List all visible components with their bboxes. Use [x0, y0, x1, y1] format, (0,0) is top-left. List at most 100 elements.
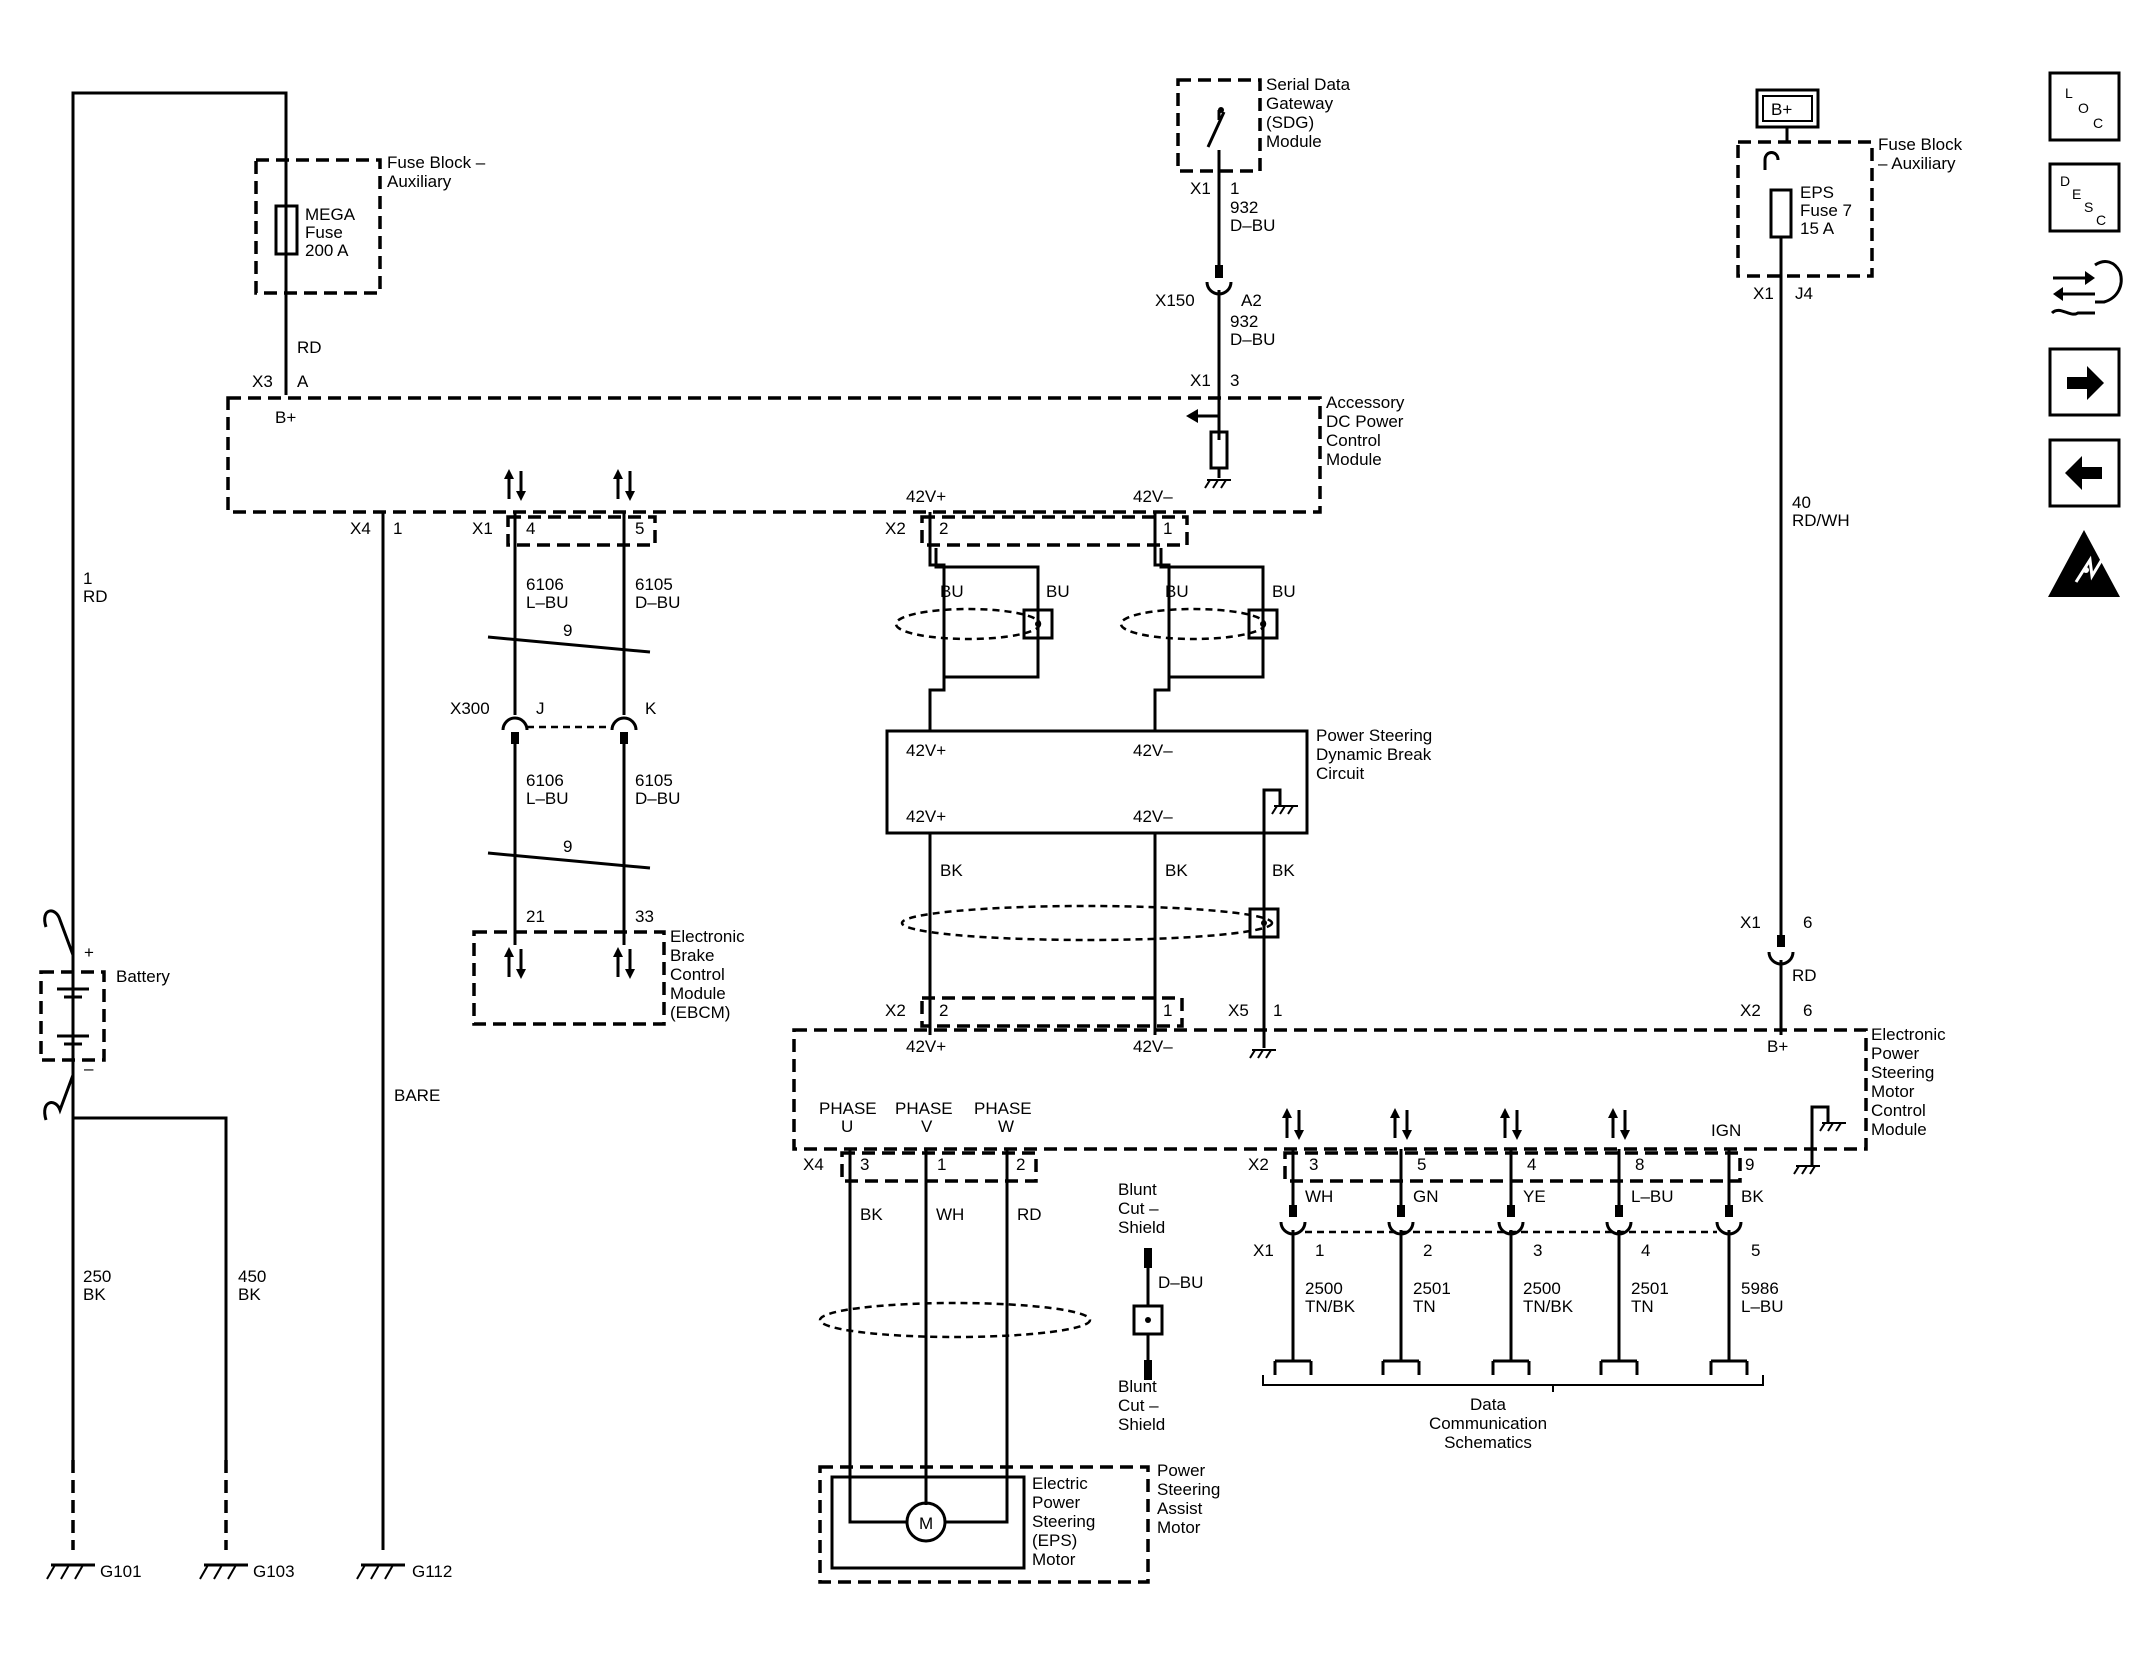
wire-42v-minus-upper[interactable]: [1153, 512, 1265, 730]
w250-color: BK: [83, 1285, 106, 1304]
sdg-module[interactable]: [1176, 78, 1262, 173]
bu-label-1: BU: [940, 582, 964, 601]
phase-v-2: V: [921, 1117, 933, 1136]
epsm-label: Electronic Power Steering Motor Control …: [1871, 1025, 1946, 1139]
pin-bplus-epsm: B+: [1767, 1037, 1788, 1056]
ps-dynamic-break-circuit[interactable]: [885, 729, 1309, 835]
pin-42v-plus-break-top: 42V+: [906, 741, 946, 760]
bidir-arrow-icon: [1388, 1106, 1414, 1142]
loc-icon[interactable]: L O C: [2048, 71, 2121, 142]
pin-2-accessory: 2: [939, 519, 948, 538]
serial-pin-x2: 4: [1527, 1155, 1536, 1174]
internal-ground-icon: [1819, 1122, 1847, 1132]
ground-g103-icon: [198, 1563, 250, 1581]
pin-6-x2: 6: [1803, 1001, 1812, 1020]
epsm-module[interactable]: [792, 1028, 1868, 1151]
pin-2-epsm: 2: [939, 1001, 948, 1020]
battery-cells-icon: [57, 972, 89, 1060]
eps-motor-label: Electric Power Steering (EPS) Motor: [1032, 1474, 1096, 1569]
phase-u-color: BK: [860, 1205, 883, 1224]
serial-pin-x1: 4: [1641, 1241, 1650, 1260]
pin-x1-fuse-right: X1: [1753, 284, 1774, 303]
bidir-arrow-icon: [1280, 1106, 1306, 1142]
rd-left-num: 1: [83, 569, 92, 588]
pin-x2-serial: X2: [1248, 1155, 1269, 1174]
w450-color: BK: [238, 1285, 261, 1304]
battery-neg-wire: [71, 1075, 228, 1300]
accessory-dc-label: Accessory DC Power Control Module: [1326, 393, 1405, 469]
pin-1-x5: 1: [1273, 1001, 1282, 1020]
esd-warning-icon[interactable]: [2048, 530, 2120, 597]
w932-num-upper: 932: [1230, 198, 1258, 217]
fuse-block-aux-left-label: Fuse Block – Auxiliary: [387, 153, 486, 191]
pin-a2: A2: [1241, 291, 1262, 310]
pin-1-epsm: 1: [1163, 1001, 1172, 1020]
bu-label-2: BU: [1046, 582, 1070, 601]
pin-x4-accessory: X4: [350, 519, 371, 538]
serial-color-upper: WH: [1305, 1187, 1333, 1206]
pin-k: K: [645, 699, 657, 718]
next-arrow-icon[interactable]: [2048, 347, 2121, 417]
pin-a: A: [297, 372, 309, 391]
w932-color-lower: D–BU: [1230, 330, 1275, 349]
svg-text:C: C: [2093, 115, 2103, 131]
eps-fuse-7-symbol[interactable]: [1769, 188, 1793, 239]
ground-g101-icon: [45, 1563, 97, 1581]
serial-wire-num: 2500: [1305, 1279, 1343, 1298]
eps-fuse-label-1: EPS: [1800, 183, 1834, 202]
bk-label-1: BK: [940, 861, 963, 880]
rd-left-color: RD: [83, 587, 108, 606]
eps-motor[interactable]: [830, 1475, 1026, 1570]
data-comm-reference-icon: [1709, 1359, 1749, 1377]
bidir-arrow-icon: [502, 945, 528, 981]
w6106-color-upper: L–BU: [526, 593, 569, 612]
blunt-cut-top-label: Blunt Cut – Shield: [1118, 1180, 1166, 1237]
accessory-dc-power-control-module[interactable]: [226, 396, 1322, 514]
w6105-num-lower: 6105: [635, 771, 673, 790]
w250-num: 250: [83, 1267, 111, 1286]
pin-x1-accessory: X1: [472, 519, 493, 538]
serial-pin-x2: 5: [1417, 1155, 1426, 1174]
pin-j: J: [536, 699, 545, 718]
pin-x4-epsm: X4: [803, 1155, 824, 1174]
w6105-color-lower: D–BU: [635, 789, 680, 808]
wire-42v-plus-upper[interactable]: [928, 512, 1040, 730]
battery-feed-wire: [71, 91, 288, 1195]
serial-pin-x2: 9: [1745, 1155, 1754, 1174]
bidir-arrow-icon: [1606, 1106, 1632, 1142]
pin-x300: X300: [450, 699, 490, 718]
serial-pin-x1: 2: [1423, 1241, 1432, 1260]
connector-hand-icon[interactable]: [2050, 260, 2123, 316]
data-comm-label[interactable]: Data Communication Schematics: [1428, 1395, 1548, 1452]
phase-u-2: U: [841, 1117, 853, 1136]
pin-5-accessory: 5: [635, 519, 644, 538]
phase-v-1: PHASE: [895, 1099, 953, 1118]
ign-label: IGN: [1711, 1121, 1741, 1140]
pin-42v-plus-break-bottom: 42V+: [906, 807, 946, 826]
pin-x1-accessory-3: X1: [1190, 371, 1211, 390]
serial-wire-num: 2500: [1523, 1279, 1561, 1298]
battery-pos-clamp-icon: [43, 909, 75, 956]
serial-wire-color: TN/BK: [1305, 1297, 1356, 1316]
ebcm-module[interactable]: [472, 930, 666, 1026]
previous-arrow-icon[interactable]: [2048, 438, 2121, 508]
battery-plus: +: [84, 943, 94, 962]
desc-icon[interactable]: D E S C: [2048, 162, 2121, 233]
bk-label-3: BK: [1272, 861, 1295, 880]
pin-2-phase: 2: [1016, 1155, 1025, 1174]
ps-assist-motor-label: Power Steering Assist Motor: [1157, 1461, 1221, 1537]
pin-x2-accessory: X2: [885, 519, 906, 538]
shield-drain-icon: [1132, 1304, 1164, 1336]
mega-fuse-symbol[interactable]: [274, 204, 299, 256]
pin-x1-serial: X1: [1253, 1241, 1274, 1260]
pin-42v-minus-break-bottom: 42V–: [1133, 807, 1173, 826]
w6105-color-upper: D–BU: [635, 593, 680, 612]
serial-pin-x1: 3: [1533, 1241, 1542, 1260]
fuse-block-auxiliary-right: [1736, 140, 1874, 278]
ps-assist-motor[interactable]: [818, 1465, 1150, 1584]
pin-1-accessory-x4: 1: [393, 519, 402, 538]
bu-label-4: BU: [1272, 582, 1296, 601]
sdg-switch-icon: [1206, 107, 1226, 171]
bidir-arrow-icon: [1498, 1106, 1524, 1142]
